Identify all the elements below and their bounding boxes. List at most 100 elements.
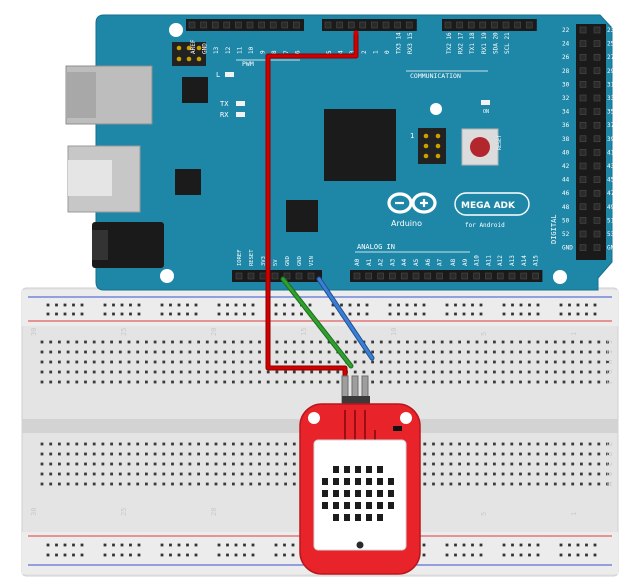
- breadboard-hole: [319, 350, 322, 354]
- breadboard-hole: [571, 370, 575, 374]
- rail-hole: [112, 312, 115, 316]
- breadboard-hole: [92, 360, 96, 364]
- rail-hole: [194, 303, 198, 307]
- breadboard-hole: [371, 350, 374, 354]
- rail-hole: [103, 553, 107, 557]
- header-socket: [579, 244, 587, 251]
- breadboard-hole: [466, 462, 470, 466]
- reset-button-cap[interactable]: [470, 137, 490, 157]
- breadboard-hole: [388, 380, 392, 384]
- header-socket: [579, 81, 587, 88]
- breadboard-hole: [379, 370, 383, 374]
- breadboard-hole: [136, 360, 140, 364]
- header-socket: [389, 272, 396, 280]
- breadboard-hole: [345, 350, 348, 354]
- header-socket: [271, 272, 279, 280]
- rail-hole: [46, 553, 50, 557]
- header-socket: [295, 272, 303, 280]
- breadboard-hole: [214, 380, 218, 384]
- dc-jack-front: [92, 230, 108, 260]
- breadboard-hole: [232, 370, 235, 374]
- rail-hole: [283, 303, 286, 307]
- breadboard-hole: [458, 350, 461, 354]
- breadboard-hole: [110, 442, 113, 446]
- breadboard-hole: [406, 350, 409, 354]
- breadboard-hole: [240, 472, 244, 476]
- breadboard-hole: [319, 360, 322, 364]
- header-socket: [508, 272, 516, 280]
- header-socket: [307, 272, 315, 280]
- analog-pin-label: A8: [450, 258, 457, 266]
- right-pin-label-b: 51: [607, 217, 615, 224]
- breadboard-hole: [527, 370, 531, 374]
- rail-hole: [274, 543, 278, 547]
- vcc-wire[interactable]: [317, 277, 374, 360]
- top-pin-label: 13: [213, 46, 220, 54]
- breadboard-hole: [571, 472, 575, 476]
- rail-hole: [55, 303, 58, 307]
- mounting-hole: [430, 103, 442, 115]
- breadboard-hole: [249, 472, 253, 476]
- ground-wire[interactable]: [281, 277, 353, 368]
- header-socket: [579, 53, 587, 61]
- row-letter: J: [606, 340, 614, 344]
- breadboard-hole: [588, 370, 592, 374]
- rail-hole: [217, 303, 221, 307]
- breadboard-hole: [606, 340, 609, 344]
- breadboard-hole: [145, 462, 148, 466]
- breadboard-hole: [197, 380, 200, 384]
- breadboard-hole: [580, 442, 583, 446]
- breadboard-hole: [84, 360, 87, 364]
- top-pin-label: 12: [225, 46, 232, 54]
- breadboard-hole: [466, 442, 470, 446]
- rail-hole: [291, 303, 295, 307]
- column-number-top: 25: [120, 328, 128, 336]
- column-number-top: 15: [300, 328, 308, 336]
- rail-hole: [576, 312, 580, 316]
- rail-hole: [365, 303, 369, 307]
- breadboard-hole: [284, 370, 287, 374]
- rail-hole: [234, 303, 238, 307]
- breadboard-hole: [458, 462, 461, 466]
- breadboard-hole: [101, 472, 105, 476]
- rail-hole: [46, 543, 50, 547]
- data-wire[interactable]: [266, 33, 358, 392]
- breadboard-hole: [66, 452, 70, 456]
- breadboard-hole: [510, 442, 514, 446]
- breadboard-hole: [188, 350, 192, 354]
- breadboard-hole: [397, 370, 401, 374]
- breadboard-hole: [275, 350, 279, 354]
- wires: [265, 30, 375, 392]
- breadboard-hole: [84, 462, 87, 466]
- rail-hole: [243, 303, 246, 307]
- rail-hole: [112, 553, 115, 557]
- model-badge: [454, 192, 530, 216]
- breadboard-hole: [58, 462, 61, 466]
- breadboard-hole: [249, 340, 253, 344]
- breadboard-hole: [336, 380, 340, 384]
- header-strip: [442, 19, 537, 31]
- breadboard-hole: [188, 370, 192, 374]
- breadboard-hole: [188, 452, 192, 456]
- breadboard-hole: [197, 370, 200, 374]
- header-socket: [593, 94, 601, 102]
- vent-slot: [377, 490, 383, 497]
- breadboard-hole: [484, 472, 488, 476]
- right-pin-label-b: 29: [607, 68, 615, 75]
- breadboard-hole: [423, 472, 427, 476]
- rail-hole: [169, 303, 172, 307]
- rail-hole: [528, 303, 531, 307]
- header-socket: [223, 21, 231, 29]
- breadboard-hole: [458, 442, 461, 446]
- breadboard-hole: [510, 370, 514, 374]
- breadboard-hole: [606, 482, 609, 486]
- rail-hole: [80, 543, 84, 547]
- breadboard-hole: [466, 370, 470, 374]
- breadboard-hole: [519, 452, 522, 456]
- breadboard-hole: [58, 350, 61, 354]
- header-socket: [579, 40, 587, 47]
- rail-hole: [585, 543, 588, 547]
- breadboard-hole: [292, 340, 296, 344]
- rail-hole: [137, 312, 141, 316]
